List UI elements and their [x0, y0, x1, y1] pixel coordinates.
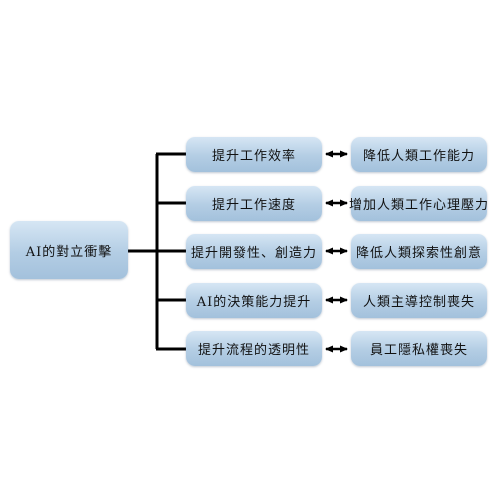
benefit-label: 提升開發性、創造力 [190, 246, 317, 261]
benefit-node: 提升開發性、創造力 [186, 234, 322, 269]
drawback-node: 增加人類工作心理壓力 [349, 186, 490, 221]
drawback-label: 人類主導控制喪失 [362, 295, 475, 310]
benefit-label: 提升流程的透明性 [197, 343, 310, 358]
drawback-label: 降低人類探索性創意 [355, 246, 482, 261]
root-node-label: AI的對立衝擊 [25, 244, 113, 260]
benefit-node: 提升工作速度 [186, 186, 322, 221]
drawback-node: 人類主導控制喪失 [351, 283, 487, 318]
benefit-node: 提升工作效率 [186, 137, 322, 172]
benefit-label: AI的決策能力提升 [196, 295, 312, 310]
drawback-label: 增加人類工作心理壓力 [349, 198, 490, 213]
drawback-node: 降低人類探索性創意 [351, 234, 487, 269]
benefit-node: AI的決策能力提升 [186, 283, 322, 318]
benefit-label: 提升工作速度 [211, 198, 296, 213]
drawback-node: 員工隱私權喪失 [351, 331, 487, 366]
drawback-node: 降低人類工作能力 [351, 137, 487, 172]
benefit-label: 提升工作效率 [211, 149, 296, 164]
root-node: AI的對立衝擊 [10, 221, 128, 279]
drawback-label: 員工隱私權喪失 [369, 343, 468, 358]
drawback-label: 降低人類工作能力 [362, 149, 475, 164]
benefit-node: 提升流程的透明性 [186, 331, 322, 366]
